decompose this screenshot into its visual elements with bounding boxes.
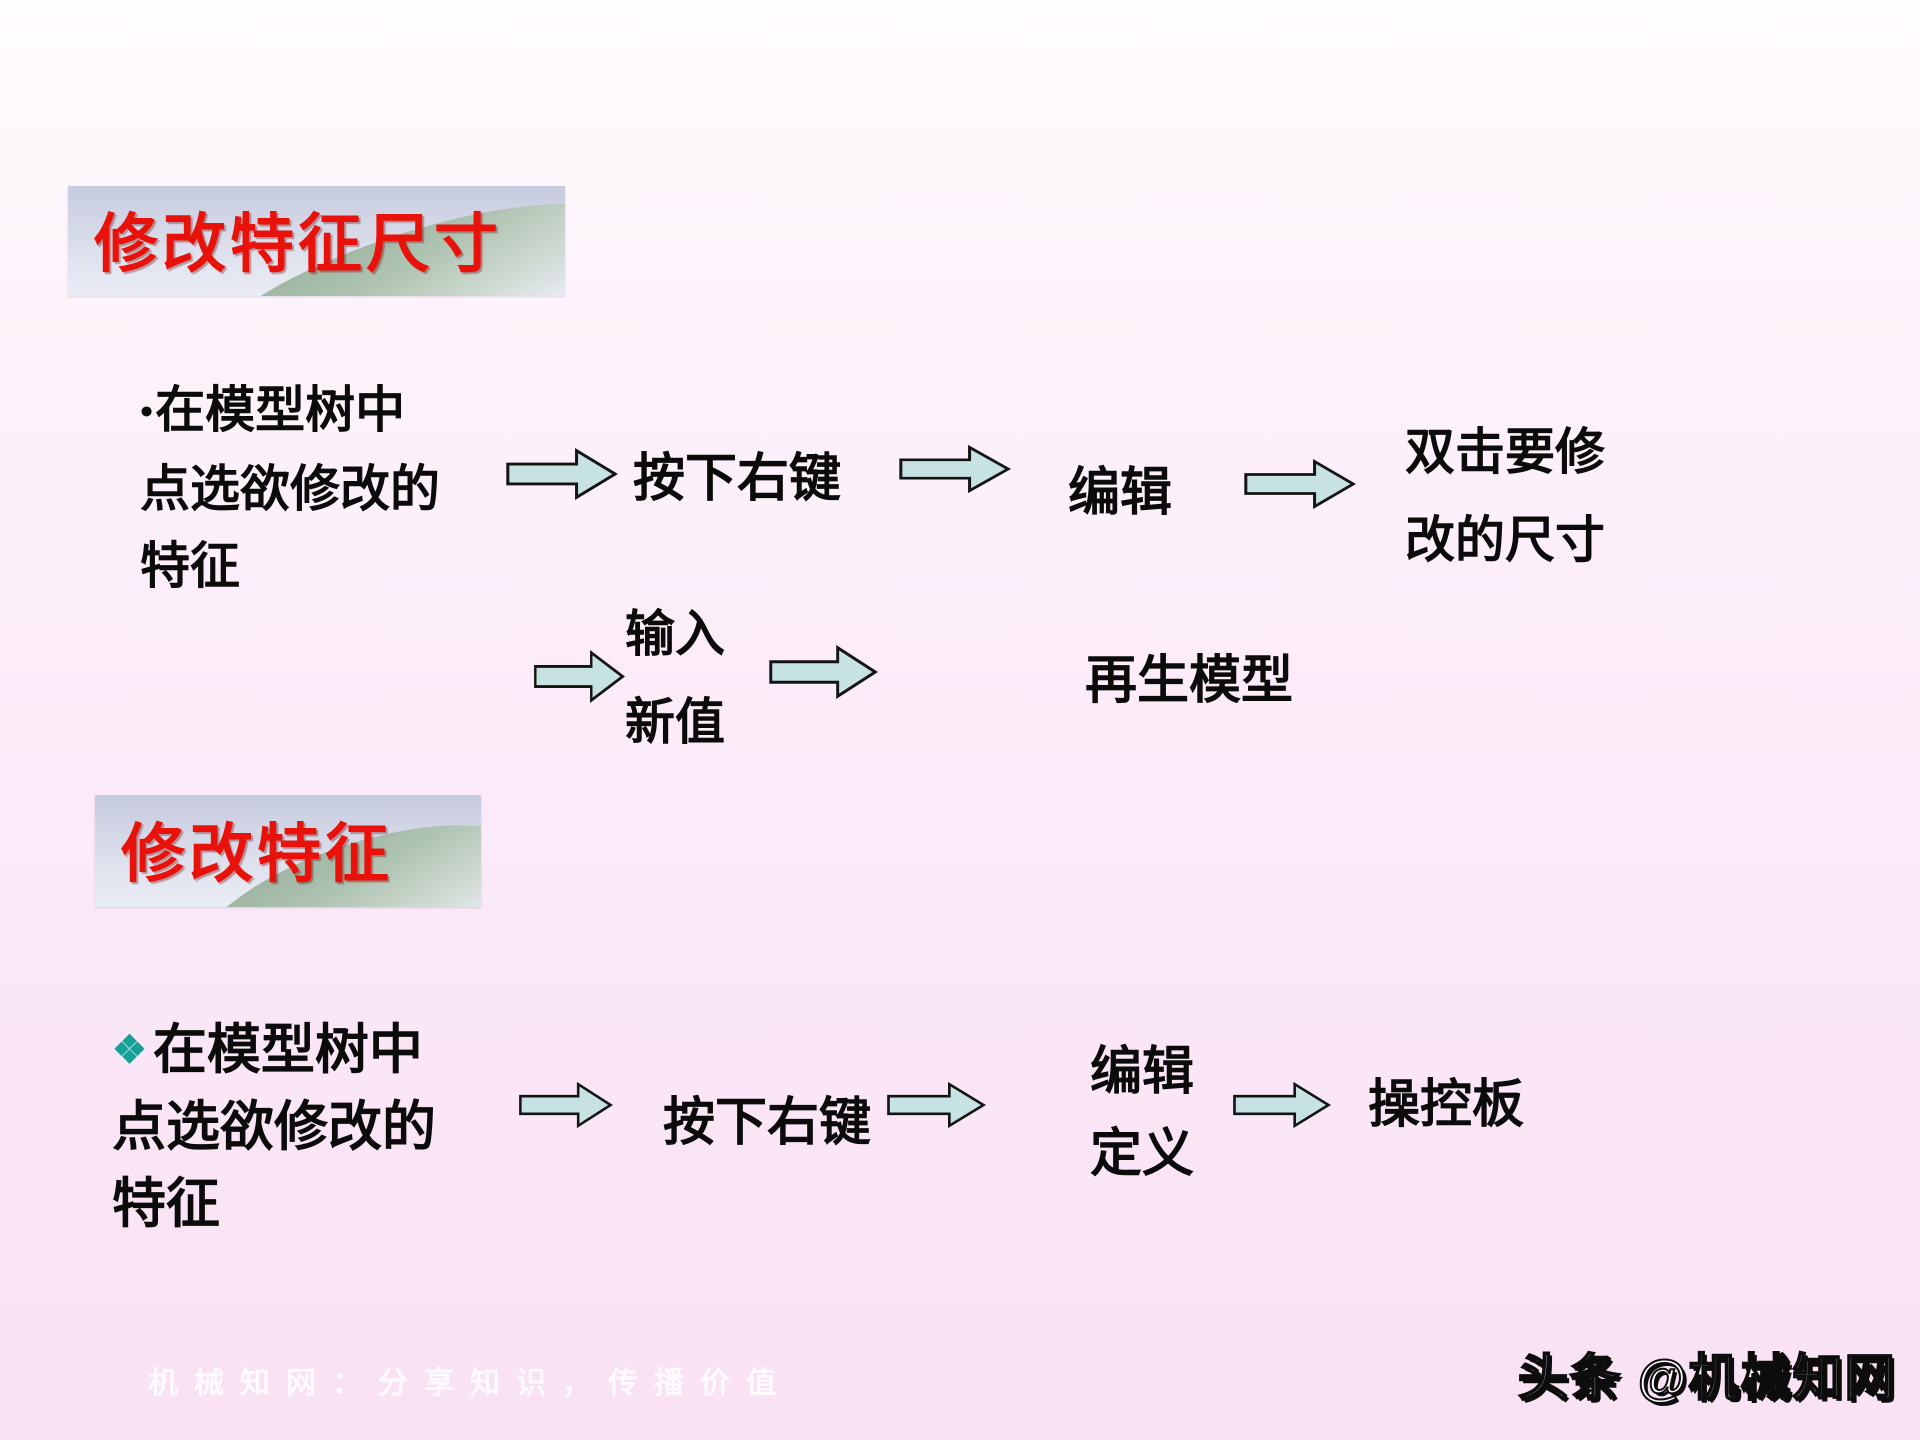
flow-step-double-click-dimension-line-1: 双击要修 [1405,424,1605,480]
bullet-line-1-text: 在模型树中 [152,1020,423,1080]
flow-step-enter-new-value-line-2: 新值 [625,694,725,750]
bullet-dot-icon: • [140,392,154,433]
flow-step-dashboard: 操控板 [1368,1077,1525,1134]
toutiao-logo: 头条 @机械知网 [1517,1349,1897,1407]
flow-step-edit: 编辑 [1068,465,1173,522]
flow-arrow-icon [886,1081,986,1129]
flow-arrow-icon [505,447,618,501]
flow-step-double-click-dimension: 双击要修 改的尺寸 [1405,408,1605,584]
flow-arrow-icon [768,644,878,700]
bullet-text-features: ❖在模型树中 点选欲修改的 特征 [112,1012,436,1243]
section-title-features: 修改特征 [121,819,393,891]
bullet-text-dimensions: •在模型树中 点选欲修改的 特征 [140,372,440,605]
flow-arrow-icon [1232,1081,1331,1129]
watermark-text: 机械知网：分享知识，传播价值 [148,1367,792,1400]
flow-arrow-icon [1243,458,1356,510]
section-title-banner-dimensions: 修改特征尺寸 [68,186,565,296]
flow-arrow-icon [518,1081,613,1129]
bullet-line-1: ❖在模型树中 [112,1012,436,1089]
bullet-line-1: •在模型树中 [140,372,440,451]
flow-step-edit-definition: 编辑 定义 [1090,1032,1194,1196]
flow-step-edit-definition-line-2: 定义 [1090,1126,1195,1183]
bullet-line-3: 特征 [140,538,240,594]
flow-step-edit-definition-line-1: 编辑 [1090,1044,1195,1101]
section-title-dimensions: 修改特征尺寸 [94,209,502,281]
flow-arrow-icon [898,444,1011,494]
flow-step-regenerate-model: 再生模型 [1085,653,1294,710]
flow-step-press-right-button-2: 按下右键 [663,1095,872,1152]
flow-step-enter-new-value: 输入 新值 [625,590,725,766]
bullet-line-2: 点选欲修改的 [140,461,440,517]
flow-step-double-click-dimension-line-2: 改的尺寸 [1405,512,1605,568]
bullet-diamond-icon: ❖ [112,1029,147,1073]
flow-step-enter-new-value-line-1: 输入 [625,606,725,662]
bullet-line-1-text: 在模型树中 [155,382,406,438]
flow-arrow-icon [533,649,625,704]
bullet-line-2: 点选欲修改的 [112,1097,436,1158]
bullet-line-3: 特征 [112,1174,220,1235]
section-title-banner-features: 修改特征 [95,795,481,907]
flow-step-press-right-button-1: 按下右键 [633,451,842,508]
